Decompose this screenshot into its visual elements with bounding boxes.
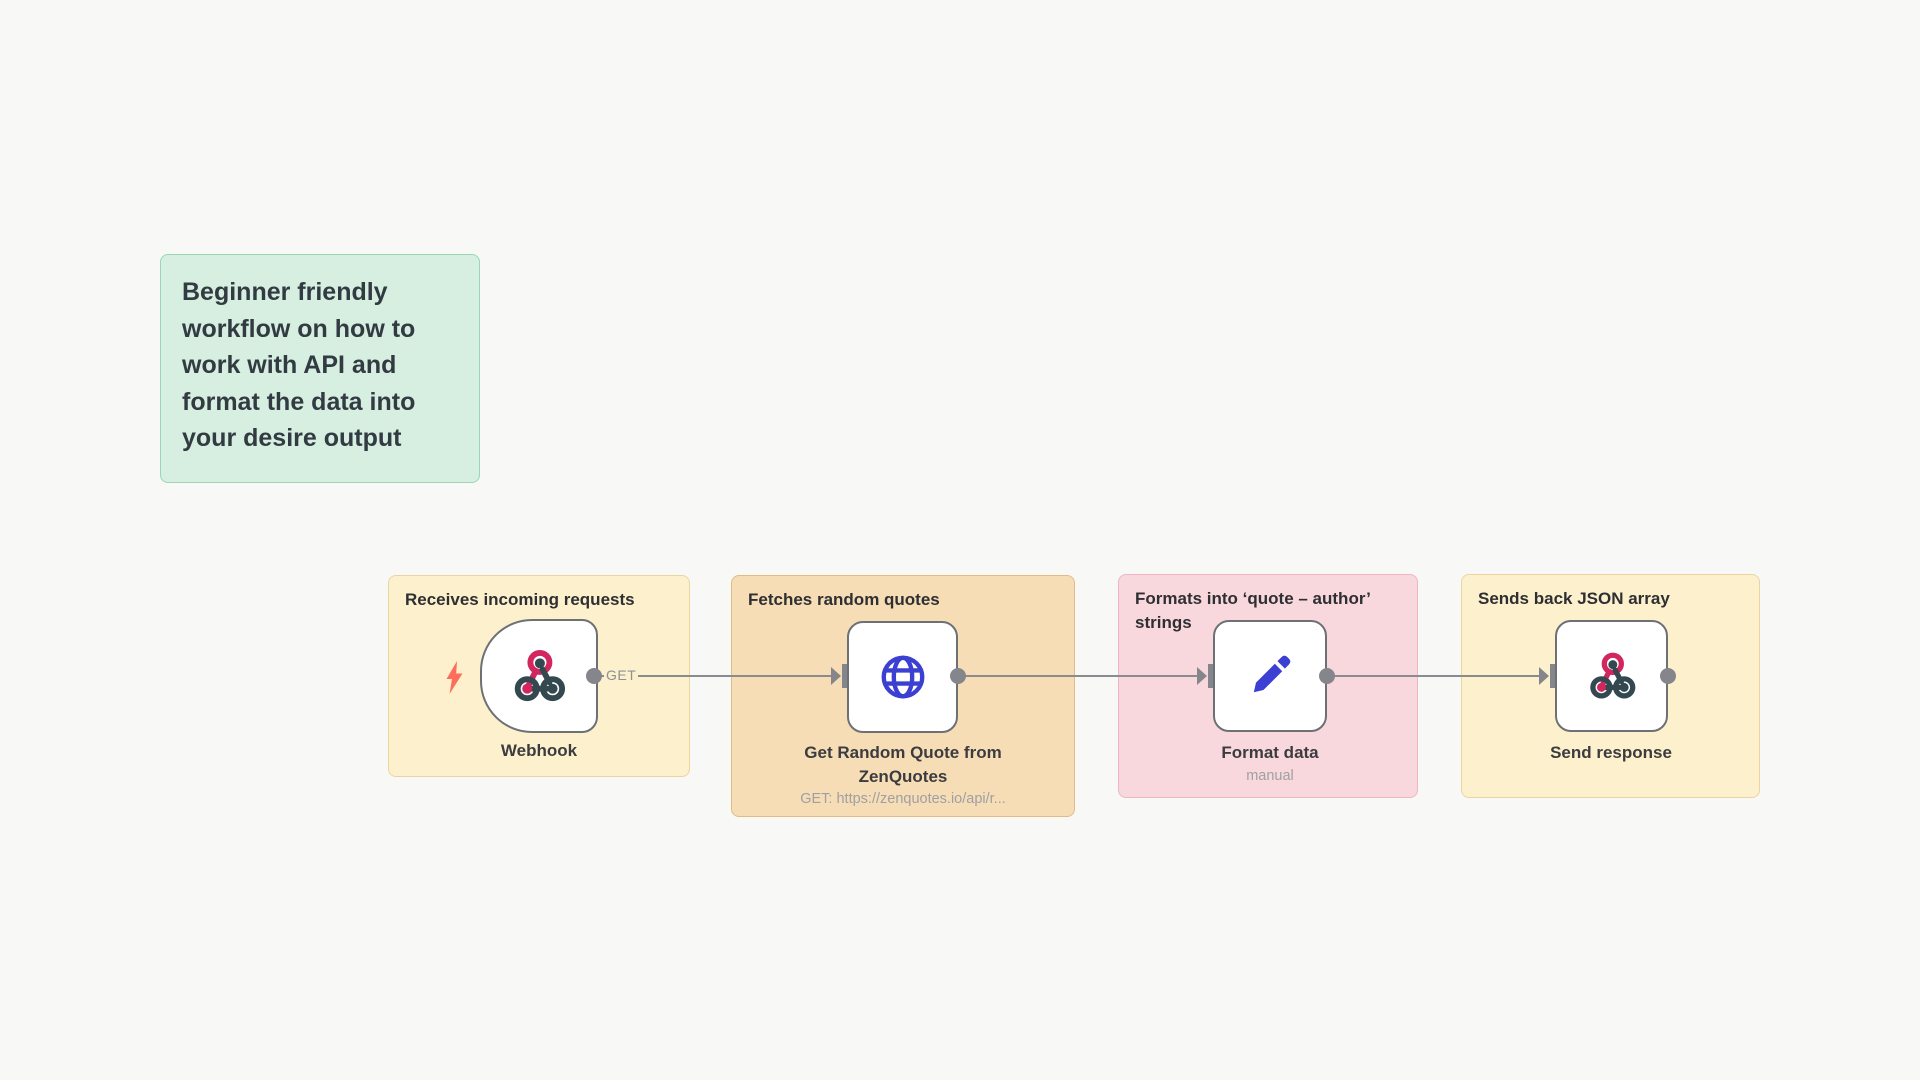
webhook-output-method-label: GET bbox=[604, 667, 639, 683]
pencil-icon bbox=[1253, 655, 1291, 693]
sticky-note-title: Formats into ‘quote – author’ strings bbox=[1135, 589, 1371, 632]
respond-input-connector[interactable] bbox=[1539, 661, 1561, 691]
node-send-response[interactable] bbox=[1555, 620, 1668, 732]
sticky-note-intro[interactable]: Beginner friendly workflow on how to wor… bbox=[160, 254, 480, 483]
sticky-note-title: Fetches random quotes bbox=[748, 590, 940, 609]
connection-format-to-respond[interactable] bbox=[1327, 675, 1540, 677]
webhook-icon bbox=[514, 649, 566, 702]
trigger-bolt-icon bbox=[446, 661, 463, 694]
connection-http-to-format[interactable] bbox=[958, 675, 1198, 677]
node-label-http: Get Random Quote from ZenQuotes bbox=[804, 743, 1002, 786]
node-subtitle-http: GET: https://zenquotes.io/api/r... bbox=[800, 791, 1006, 807]
node-label-webhook: Webhook bbox=[500, 741, 578, 760]
respond-output-connector[interactable] bbox=[1660, 668, 1676, 684]
node-http-request[interactable] bbox=[847, 621, 958, 733]
format-output-connector[interactable] bbox=[1319, 668, 1335, 684]
node-subtitle-format: manual bbox=[1246, 768, 1294, 784]
node-webhook[interactable] bbox=[480, 619, 598, 733]
globe-icon bbox=[881, 655, 924, 699]
sticky-note-title: Receives incoming requests bbox=[405, 590, 635, 609]
node-label-format: Format data bbox=[1221, 743, 1319, 762]
webhook-icon bbox=[1589, 652, 1635, 699]
http-output-connector[interactable] bbox=[950, 668, 966, 684]
sticky-note-title: Sends back JSON array bbox=[1478, 589, 1670, 608]
node-format-data[interactable] bbox=[1213, 620, 1327, 732]
connection-webhook-to-http[interactable] bbox=[594, 675, 832, 677]
format-input-connector[interactable] bbox=[1197, 661, 1219, 691]
node-label-respond: Send response bbox=[1550, 743, 1672, 762]
webhook-output-connector[interactable] bbox=[586, 668, 602, 684]
http-input-connector[interactable] bbox=[831, 661, 853, 691]
sticky-note-intro-text: Beginner friendly workflow on how to wor… bbox=[182, 278, 416, 452]
